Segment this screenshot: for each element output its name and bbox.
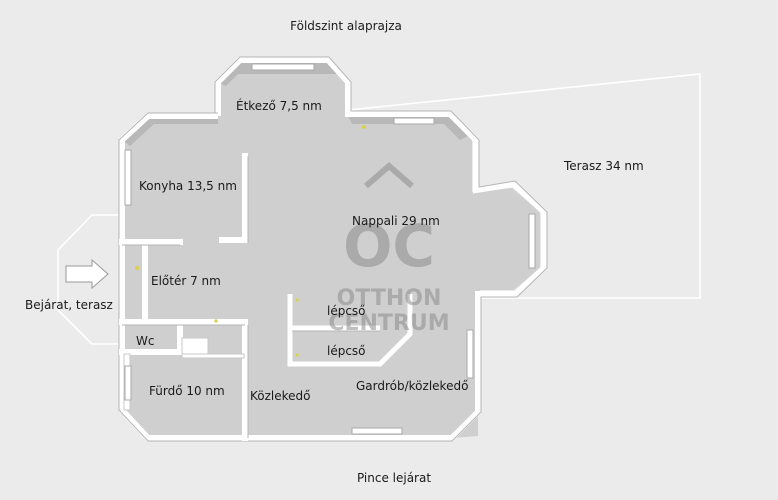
room-label-bejarat: Bejárat, terasz [25, 298, 113, 312]
terrace-outline [347, 73, 701, 299]
logo-roof-icon [364, 162, 414, 189]
staircase-outline [287, 294, 413, 367]
room-label-pince: Pince lejárat [357, 471, 431, 485]
window-living [393, 117, 435, 125]
light-fixtures [135, 125, 366, 357]
window-dining [251, 63, 315, 71]
logo-line1: OTTHON [337, 286, 442, 311]
otthon-centrum-logo: OC OTTHON CENTRUM [328, 162, 450, 336]
room-label-eloter: Előtér 7 nm [151, 274, 221, 288]
room-label-konyha: Konyha 13,5 nm [139, 179, 237, 193]
window-bath [124, 365, 132, 401]
logo-line2: CENTRUM [328, 311, 449, 336]
bathroom-lower-wall [181, 353, 245, 359]
wall-shade-top-left [122, 116, 218, 146]
room-label-terasz: Terasz 34 nm [563, 159, 644, 173]
window-bottom [351, 427, 403, 435]
room-label-furdo: Fürdő 10 nm [149, 384, 225, 398]
room-label-lepcso-1: lépcső [327, 304, 366, 318]
room-label-kozlekedo: Közlekedő [250, 389, 311, 403]
room-label-gardrob: Gardrób/közlekedő [356, 379, 468, 393]
wc-step [181, 337, 209, 355]
room-label-nappali: Nappali 29 nm [352, 214, 440, 228]
floor-area [122, 60, 540, 438]
interior-walls [119, 153, 248, 441]
interior-wall-edges [122, 156, 249, 438]
outer-wall [119, 57, 547, 441]
window-hall [466, 329, 474, 379]
window-bay [528, 213, 536, 269]
window-kitchen [124, 149, 132, 206]
logo-initials: OC [343, 212, 435, 280]
room-label-lepcso-2: lépcső [327, 344, 366, 358]
outer-wall-edge [118, 56, 548, 442]
wall-shade-living-top [348, 116, 468, 140]
entrance-arrow-icon [65, 258, 109, 290]
room-label-wc: Wc [136, 334, 154, 348]
room-label-etkezo: Étkező 7,5 nm [236, 98, 322, 113]
plan-title: Földszint alaprajza [290, 19, 402, 33]
